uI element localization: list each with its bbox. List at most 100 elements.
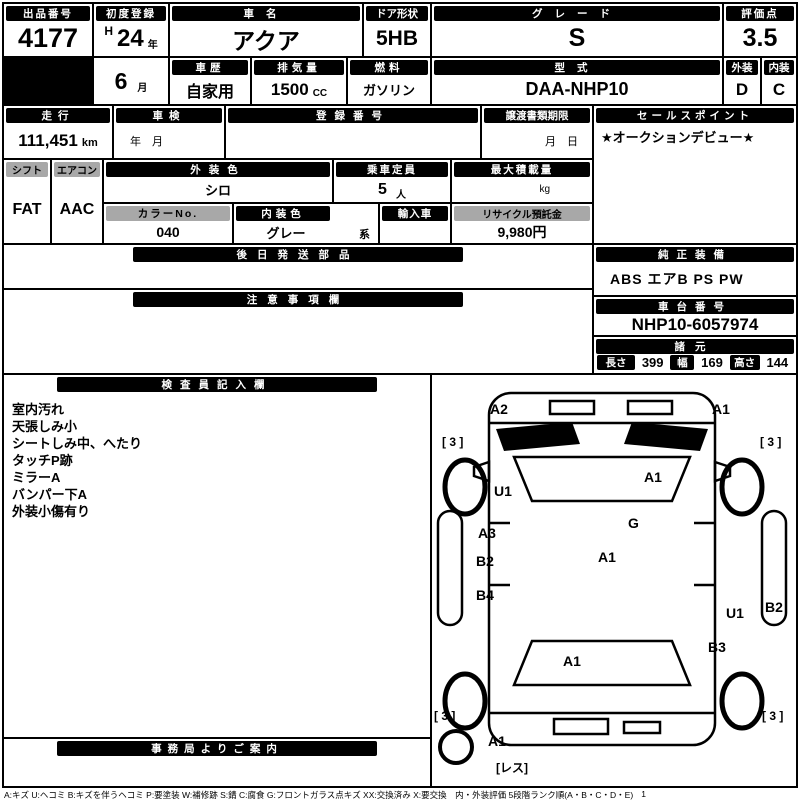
office-info-label: 事務局よりご案内 [57, 741, 377, 756]
damage-mark: A2 [490, 401, 508, 417]
later-parts-cell: 後日発送部品 [2, 243, 594, 290]
capacity-label: 乗車定員 [336, 162, 448, 177]
first-registration-month-cell: 6 月 [92, 56, 170, 106]
front-grille-left [548, 399, 596, 416]
shift: FAT [12, 201, 42, 218]
side-panel-left [436, 509, 464, 627]
rear-window [512, 639, 692, 687]
color-number: 040 [156, 224, 180, 240]
first-registration-label: 初度登録 [96, 6, 166, 21]
car-name: アクア [232, 27, 300, 54]
sales-point-label: セールスポイント [596, 108, 794, 123]
shaken-date: 年 月 [130, 135, 163, 148]
tire-depth-mark: [ 3 ] [434, 709, 456, 723]
damage-mark: A1 [644, 469, 662, 485]
damage-mark: A1 [488, 733, 506, 749]
car-top-view-diagram [436, 391, 788, 765]
exterior-color-cell: 外装色 シロ [102, 158, 334, 204]
inspector-notes: 室内汚れ 天張しみ小 シートしみ中、へたり タッチP跡 ミラーA バンパー下A … [12, 402, 143, 519]
exterior-color-label: 外装色 [106, 162, 330, 177]
aircon: AAC [59, 201, 95, 218]
recycle-deposit: 9,980円 [497, 224, 547, 240]
history: 自家用 [185, 83, 234, 101]
score-cell: 評価点 3.5 [722, 2, 798, 58]
year-unit: 年 [147, 40, 158, 51]
caution-cell: 注意事項欄 [2, 288, 594, 375]
mirror-left [472, 460, 491, 483]
color-number-cell: カラーNo. 040 [102, 202, 234, 245]
dimensions-label: 諸元 [596, 339, 794, 354]
first-registration-month: 6 月 [94, 58, 168, 104]
month-unit: 月 [137, 83, 148, 94]
spare-tire [438, 729, 474, 765]
damage-mark: A1 [712, 401, 730, 417]
exterior-color: シロ [204, 183, 231, 198]
damage-mark: B2 [476, 553, 494, 569]
length-label: 長さ [597, 355, 635, 370]
door-shape-cell: ドア形状 5HB [362, 2, 432, 58]
fuel: ガソリン [362, 83, 415, 98]
shift-label: シフト [6, 162, 48, 177]
mileage-value: 111,451 [18, 130, 78, 150]
office-info-cell: 事務局よりご案内 [2, 737, 432, 788]
reg-month: 6 [114, 67, 128, 94]
tire-depth-mark: [ 3 ] [760, 435, 782, 449]
chassis-number-cell: 車台番号 NHP10-6057974 [592, 295, 798, 337]
windshield [512, 455, 692, 503]
model-code: DAA-NHP10 [525, 79, 629, 99]
displacement-unit: CC [312, 87, 328, 99]
displacement-label: 排気量 [254, 60, 344, 75]
interior-grade-cell: 内装 C [760, 56, 798, 106]
headlight-left [496, 422, 580, 451]
inspector-notes-cell: 検査員記入欄 室内汚れ 天張しみ小 シートしみ中、へたり タッチP跡 ミラーA … [2, 373, 432, 739]
grade-cell: グレード S [430, 2, 724, 58]
model-code-label: 型式 [434, 60, 720, 75]
grade-label: グレード [434, 6, 720, 21]
aircon-cell: エアコン AAC [50, 158, 104, 245]
exterior-grade: D [735, 79, 749, 99]
damage-mark: B2 [765, 599, 783, 615]
side-panel-right [760, 509, 788, 627]
lot-label: 出品番号 [6, 6, 90, 21]
sales-point-cell: セールスポイント ★オークションデビュー★ [592, 104, 798, 245]
import-car-label: 輸入車 [382, 206, 448, 221]
wheel-rear-right [719, 671, 765, 731]
exterior-grade-label: 外装 [726, 60, 758, 75]
era-letter: H [104, 24, 113, 38]
rear-garnish [622, 720, 662, 735]
damage-mark: B3 [708, 639, 726, 655]
car-name-cell: 車名 アクア [168, 2, 364, 58]
score-label: 評価点 [726, 6, 794, 21]
tire-depth-mark: [ 3 ] [762, 709, 784, 723]
shift-cell: シフト FAT [2, 158, 52, 245]
payload-cell: 最大積載量 kg [450, 158, 594, 204]
height-value: 144 [766, 355, 789, 370]
interior-color-cell: 内装色 グレー 系 [232, 202, 380, 245]
door-shape: 5HB [375, 26, 418, 50]
sales-point: ★オークションデビュー★ [601, 130, 755, 145]
wheel-front-right [719, 457, 765, 517]
model-code-cell: 型式 DAA-NHP10 [430, 56, 724, 106]
recycle-deposit-label: リサイクル預託金 [454, 206, 590, 221]
length-value: 399 [641, 355, 664, 370]
page-number: 1 [641, 789, 646, 799]
lot-cell: 出品番号 4177 [2, 2, 94, 58]
lot-black-box [2, 56, 94, 106]
wheel-front-left [442, 457, 488, 517]
fuel-cell: 燃料 ガソリン [346, 56, 432, 106]
damage-mark: U1 [726, 605, 744, 621]
damage-mark: U1 [494, 483, 512, 499]
legend-text: A:キズ U:ヘコミ B:キズを伴うヘコミ P:要塗装 W:補修跡 S:錆 C:… [4, 790, 634, 800]
tire-depth-mark: [ 3 ] [442, 435, 464, 449]
displacement-cell: 排気量 1500 CC [250, 56, 348, 106]
mileage-cell: 走行 111,451 km [2, 104, 114, 160]
aircon-label: エアコン [54, 162, 100, 177]
wheel-rear-left [442, 671, 488, 731]
capacity: 5 人 [334, 177, 450, 202]
width-label: 幅 [670, 355, 695, 370]
inspector-notes-label: 検査員記入欄 [57, 377, 377, 392]
chassis-number: NHP10-6057974 [631, 314, 759, 334]
transfer-deadline: 月 日 [545, 135, 578, 148]
capacity-cell: 乗車定員 5 人 [332, 158, 452, 204]
